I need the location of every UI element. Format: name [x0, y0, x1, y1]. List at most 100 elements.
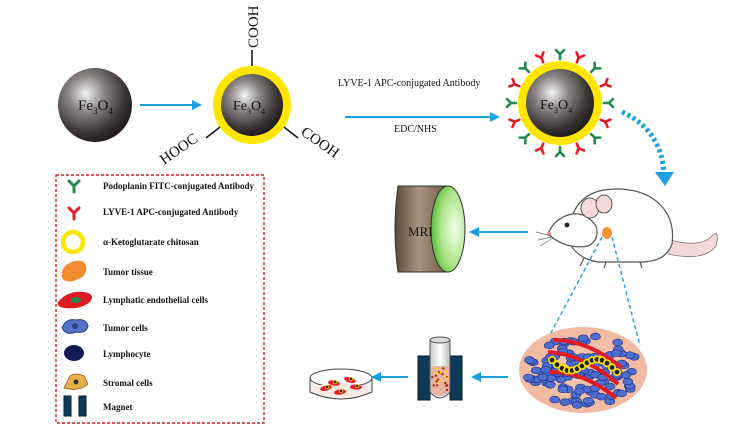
coated-fe3o4-particle: Fe3O4 COOH HOOC COOH: [157, 5, 342, 168]
cultured-particle-mark: [332, 379, 338, 385]
mri-label: MRI: [408, 224, 433, 239]
legend-lymphocyte-icon: [64, 345, 84, 361]
bond-right: [283, 126, 299, 139]
dotted-arrow-head: [655, 172, 674, 186]
tumor-cell-mark: [622, 377, 634, 386]
cultured-particle-mark: [324, 384, 330, 390]
conjugated-core-label: Fe3O4: [540, 98, 572, 115]
tube-speck: [446, 377, 449, 380]
tumor-cell-mark: [616, 389, 627, 398]
green-antibody-mark: [586, 129, 602, 145]
tube-speck: [444, 370, 447, 374]
green-antibody-mark: [586, 61, 602, 77]
green-antibody-mark: [505, 97, 518, 109]
bare-core-label: Fe3O4: [78, 98, 113, 116]
mri-scanner: MRI: [394, 185, 466, 273]
red-antibody-mark: [571, 51, 586, 66]
bond-left: [205, 126, 221, 139]
bound-particle-mark: [607, 363, 616, 372]
legend-label-3: Tumor tissue: [103, 267, 153, 277]
tumor-cell-mark: [557, 385, 569, 393]
legend-label-6: Lymphocyte: [103, 349, 151, 359]
legend-tumor-cell-icon: [61, 319, 89, 334]
tumor-cell-mark: [577, 334, 589, 342]
conjugated-fe3o4-particle: Fe3O4: [505, 48, 615, 158]
legend-tumor-tissue-icon: [61, 260, 87, 282]
tissue-cell-cluster: [523, 332, 640, 409]
culture-dish: [309, 368, 373, 400]
coated-core-label: Fe3O4: [233, 99, 265, 116]
legend-label-2: α-Ketoglutarate chitosan: [103, 237, 199, 247]
tube-speck: [436, 378, 440, 381]
legend-label-0: Podoplanin FITC-conjugated Antibody: [103, 181, 255, 191]
tumor-cell-mark: [544, 381, 556, 389]
legend-border: [55, 174, 265, 424]
legend-red-antibody-icon: [67, 206, 81, 221]
tube-speck: [442, 367, 445, 370]
reagent-bottom-label: EDC/NHS: [394, 124, 437, 135]
bare-fe3o4-particle: Fe3O4: [58, 68, 132, 142]
green-antibody-mark: [602, 97, 615, 109]
magnetic-separation-tube: [417, 336, 463, 401]
legend-label-1: LYVE-1 APC-conjugated Antibody: [103, 207, 239, 217]
tube-speck: [435, 367, 439, 370]
tumor-tissue-zoom: [519, 327, 647, 413]
red-antibody-mark: [597, 77, 612, 92]
tube-speck: [445, 384, 448, 387]
red-antibody-mark: [508, 77, 523, 92]
tumor-cell-mark: [540, 366, 552, 374]
red-antibody-mark: [534, 140, 549, 155]
tumor-cell-mark: [612, 338, 624, 347]
tumor-cell-mark: [555, 375, 567, 384]
tube-speck: [435, 380, 438, 383]
tube-speck: [443, 375, 446, 378]
tube-speck: [445, 388, 449, 392]
lymphatic-vessel-mark: [547, 350, 620, 386]
green-antibody-mark: [518, 129, 534, 145]
red-antibody-mark: [571, 140, 586, 155]
dotted-injection-arrow: [620, 109, 667, 176]
legend-yellow-ring-icon: [60, 229, 86, 255]
cultured-particle-mark: [354, 383, 360, 389]
tumor-cell-mark: [610, 349, 622, 357]
tube-speck: [436, 372, 439, 375]
tumor-cell-mark: [571, 401, 583, 409]
tumor-cell-mark: [590, 332, 601, 341]
zoom-line-right: [611, 236, 641, 347]
bound-particle-mark: [602, 359, 611, 368]
group-right-label: COOH: [298, 124, 342, 162]
tumor-cell-mark: [543, 341, 555, 350]
green-antibody-mark: [554, 145, 566, 158]
tumor-cell-mark: [524, 356, 535, 364]
legend: Podoplanin FITC-conjugated Antibody LYVE…: [55, 174, 265, 424]
red-antibody-mark: [534, 51, 549, 66]
cultured-particle-mark: [338, 388, 344, 394]
tube-speck: [438, 379, 442, 382]
legend-endothelial-cell-icon: [57, 291, 92, 309]
legend-magnet-icon: [63, 395, 87, 417]
tube-speck: [432, 384, 435, 387]
legend-label-7: Stromal cells: [103, 378, 153, 388]
lymphatic-vessel-mark: [549, 369, 618, 400]
tumor-cell-mark: [595, 393, 607, 401]
tube-speck: [444, 381, 447, 385]
tumor-cell-mark: [549, 395, 561, 404]
red-antibody-mark: [508, 114, 523, 129]
conjugation-step: LYVE-1 APC-conjugated Antibody EDC/NHS: [338, 78, 500, 135]
tumor-cell-mark: [573, 387, 585, 396]
tumor-site-marker: [602, 227, 612, 239]
legend-label-4: Lymphatic endothelial cells: [103, 295, 209, 305]
tumor-cell-mark: [530, 366, 542, 375]
tumor-cell-mark: [523, 373, 534, 382]
group-top-label: COOH: [246, 5, 262, 48]
legend-stromal-cell-icon: [63, 373, 89, 390]
reagent-top-label: LYVE-1 APC-conjugated Antibody: [338, 78, 480, 89]
tumor-cell-mark: [604, 382, 616, 391]
tube-speck: [435, 384, 439, 387]
bound-particle-mark: [547, 355, 556, 364]
tube-speck: [436, 382, 439, 385]
mouse-illustration: [535, 188, 718, 269]
red-antibody-mark: [597, 114, 612, 129]
